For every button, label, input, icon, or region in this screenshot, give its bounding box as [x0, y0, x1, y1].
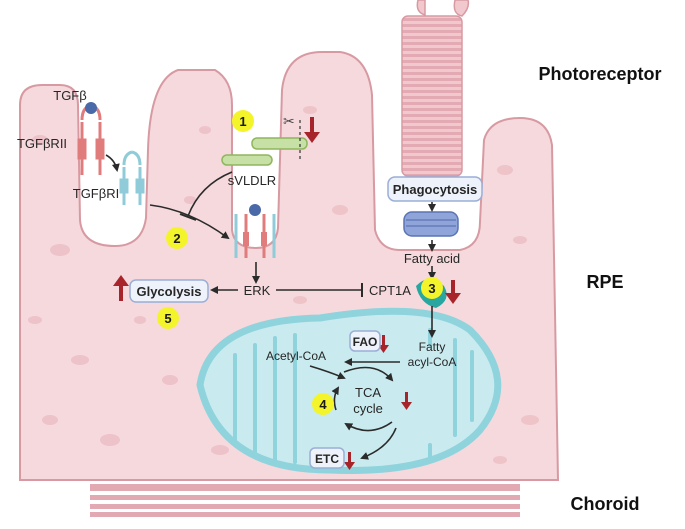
label-tgfbrii: TGFβRII: [17, 136, 67, 151]
region-label-rpe: RPE: [586, 272, 623, 292]
down-arrow-fao: [378, 335, 389, 353]
down-arrow-cpt1a: [445, 280, 461, 304]
label-acetyl-coa: Acetyl-CoA: [266, 349, 326, 363]
down-arrow-tca: [401, 392, 412, 410]
step-number-5: 5: [164, 311, 171, 326]
tgfb-receptor-complex-2: [234, 214, 276, 258]
label-fatty-acyl-coa-line2: acyl-CoA: [408, 355, 457, 369]
step-number-1: 1: [239, 114, 246, 129]
tca-cycle-arc-bottom: [344, 421, 393, 432]
arrow-tgfbri-to-complex: [149, 204, 230, 240]
tca-cycle-arc-top: [343, 366, 394, 382]
arrow-acetyl-coa-to-tca: [309, 365, 346, 380]
tgfbri-receptor: [119, 150, 145, 205]
step-badges: [157, 110, 443, 415]
label-phagocytosis: Phagocytosis: [393, 182, 478, 197]
inhibition-bar-svldlr: [179, 213, 197, 221]
tca-cycle-arc-left: [331, 386, 340, 411]
step-badge-4: [312, 393, 334, 415]
arrow-tgfbrii-to-tgfbri: [105, 154, 120, 172]
label-svldlr: sVLDLR: [228, 173, 276, 188]
choroid-layers: [90, 484, 520, 517]
label-etc: ETC: [315, 452, 339, 466]
cytoplasm-speckles: [28, 106, 539, 464]
label-glycolysis: Glycolysis: [136, 284, 201, 299]
up-arrow-glycolysis: [113, 275, 129, 301]
step-badge-3: [421, 277, 443, 299]
step-number-2: 2: [173, 231, 180, 246]
label-tca-line2: cycle: [353, 401, 383, 416]
region-label-choroid: Choroid: [571, 494, 640, 514]
svldlr-cleaved-molecule: [251, 137, 308, 150]
glycolysis-box: [129, 279, 209, 303]
region-label-photoreceptor: Photoreceptor: [538, 64, 661, 84]
label-cpt1a: CPT1A: [369, 283, 411, 298]
step-number-3: 3: [428, 281, 435, 296]
label-fao: FAO: [353, 335, 378, 349]
tgfb-ligand: [85, 102, 97, 114]
arrow-tca-to-etc: [360, 427, 397, 460]
svldlr-molecule: [221, 154, 273, 166]
fao-box: [349, 330, 381, 352]
label-tgfb: TGFβ: [53, 88, 86, 103]
tgfb-ligand-bound: [249, 204, 261, 216]
step-badge-1: [232, 110, 254, 132]
regulation-arrows: [113, 117, 461, 470]
pathway-arrows: [105, 154, 436, 460]
label-fatty-acyl-coa-line1: Fatty: [419, 340, 446, 354]
etc-box: [309, 447, 345, 469]
down-arrow-etc: [344, 452, 355, 470]
label-erk: ERK: [244, 283, 271, 298]
photoreceptor-outer-segment: [401, 0, 470, 185]
phagosome-discs: [403, 211, 459, 237]
down-arrow-svldlr: [304, 117, 320, 143]
step-badge-5: [157, 307, 179, 329]
inhibition-svldlr: [187, 171, 233, 217]
step-number-4: 4: [319, 397, 327, 412]
phagocytosis-box: [387, 176, 483, 202]
mitochondrion: [196, 307, 502, 474]
label-tca-line1: TCA: [355, 385, 381, 400]
step-badge-2: [166, 227, 188, 249]
label-fatty-acid: Fatty acid: [404, 251, 460, 266]
scissors-icon: ✂: [283, 114, 295, 130]
label-tgfbri: TGFβRI: [73, 186, 119, 201]
